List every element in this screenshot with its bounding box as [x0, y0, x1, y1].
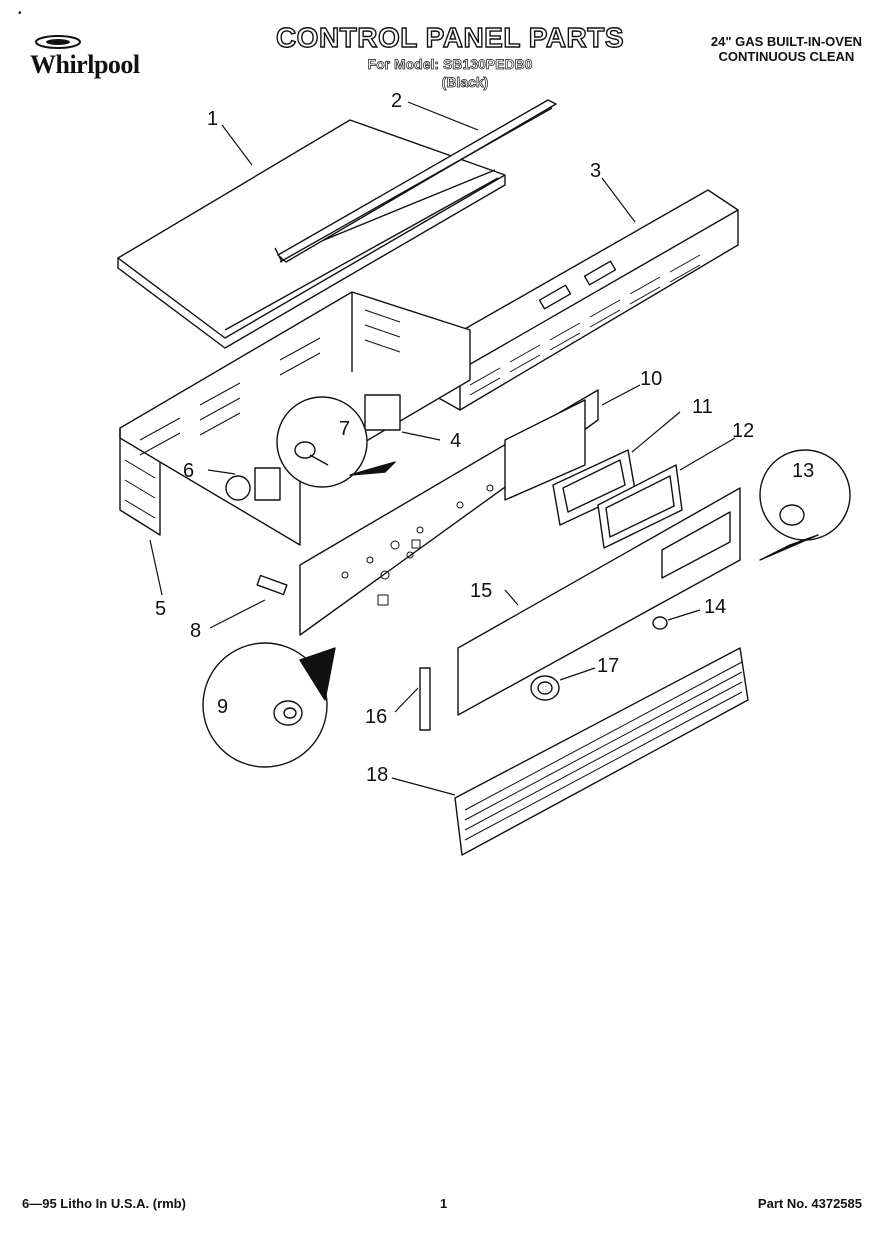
part-8-fitting	[256, 574, 288, 596]
detail-circle-7	[276, 396, 396, 488]
footer-print-info: 6—95 Litho In U.S.A. (rmb)	[22, 1196, 186, 1211]
part-2-trim-strip	[277, 99, 557, 263]
product-line-2: CONTINUOUS CLEAN	[718, 49, 855, 64]
part-3-vent-bracket	[427, 189, 739, 411]
color-line: (Black)	[441, 74, 489, 91]
detail-circle-13	[759, 449, 851, 561]
callout-8: 8	[190, 620, 202, 642]
product-line-1: 24" GAS BUILT-IN-OVEN	[710, 34, 862, 49]
part-1-top-cover	[117, 119, 506, 349]
whirlpool-swirl-icon	[35, 35, 81, 49]
callout-18: 18	[366, 764, 389, 786]
callout-2: 2	[391, 90, 403, 112]
part-15-fascia	[457, 487, 741, 716]
callout-11: 11	[692, 396, 713, 418]
product-description: 24" GAS BUILT-IN-OVEN CONTINUOUS CLEAN	[711, 34, 862, 64]
callout-4: 4	[450, 430, 462, 452]
callout-14: 14	[704, 596, 727, 618]
part-18-lower-trim	[454, 647, 749, 856]
brand-name: Whirlpool	[30, 50, 140, 79]
part-17-knob	[530, 675, 560, 701]
corner-mark: •	[18, 8, 22, 19]
callout-3: 3	[590, 160, 602, 182]
front-control-panel	[299, 389, 599, 636]
part-12-lens-frame	[597, 464, 683, 549]
model-line: For Model: SB130PEDB0	[367, 56, 533, 73]
detail-circle-9	[202, 642, 336, 768]
callout-1: 1	[207, 108, 219, 130]
callout-13: 13	[792, 460, 815, 482]
part-14-nut	[652, 616, 668, 630]
callout-17: 17	[597, 655, 620, 677]
callout-12: 12	[732, 420, 755, 442]
callout-15: 15	[470, 580, 493, 602]
callout-7: 7	[339, 418, 351, 440]
footer-page-number: 1	[440, 1196, 448, 1211]
part-4-switch	[364, 394, 401, 431]
page-title: CONTROL PANEL PARTS	[275, 21, 625, 53]
footer-part-number: Part No. 4372585	[757, 1196, 862, 1211]
callout-6: 6	[183, 460, 195, 482]
callout-16: 16	[365, 706, 388, 728]
part-6-thermostat	[225, 467, 281, 501]
whirlpool-logo: Whirlpool	[18, 28, 188, 88]
callout-10: 10	[640, 368, 663, 390]
callout-9: 9	[217, 696, 229, 718]
callout-5: 5	[155, 598, 167, 620]
part-16-spacer	[419, 667, 431, 731]
